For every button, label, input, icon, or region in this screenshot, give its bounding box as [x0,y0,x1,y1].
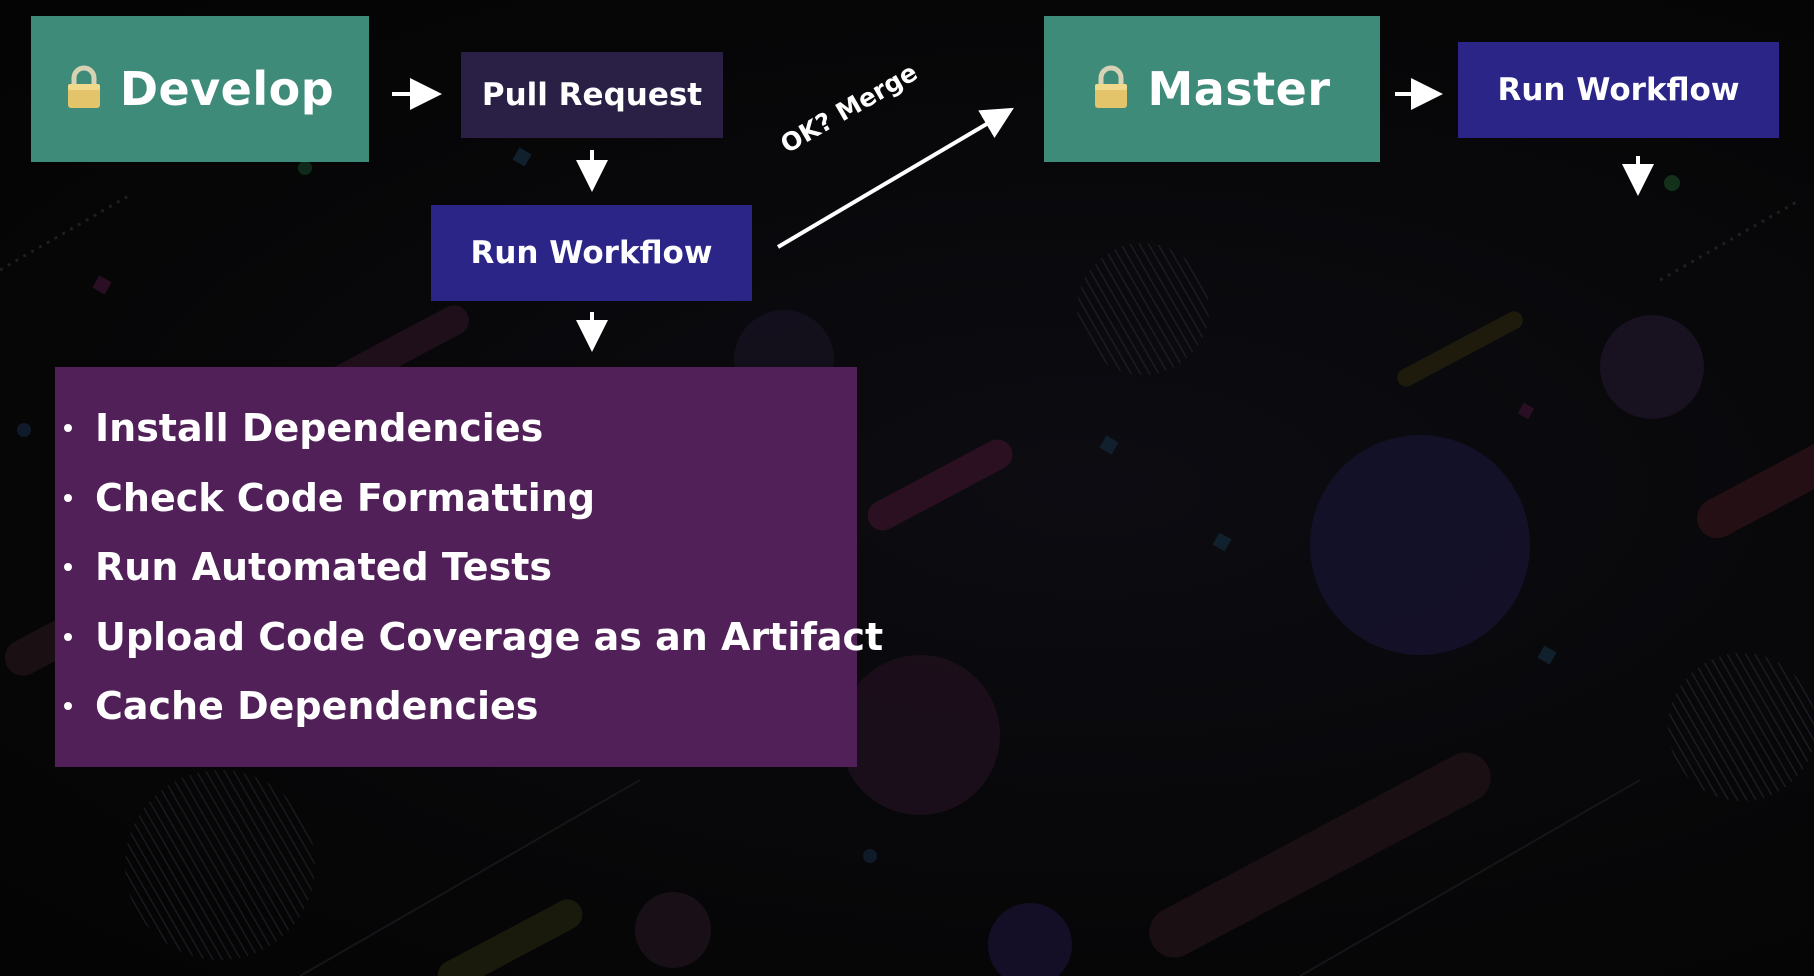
workflow-step-label: Upload Code Coverage as an Artifact [95,614,884,659]
deco-diamond [512,147,532,167]
deco-streak [437,899,583,976]
deco-dot [1664,175,1680,191]
deco-diamond [92,275,112,295]
workflow-step-item: Upload Code Coverage as an Artifact [55,612,883,682]
develop-branch-box: Develop [31,16,369,162]
bullet-dot [64,632,72,641]
deco-planet [125,770,315,960]
master-label: Master [1147,62,1331,116]
deco-diamond [1537,645,1557,665]
run-workflow-master-box: Run Workflow [1458,42,1779,138]
workflow-step-label: Install Dependencies [95,406,544,450]
deco-planet [988,903,1072,976]
workflow-step-label: Cache Dependencies [95,684,539,728]
deco-streak [1397,311,1523,387]
workflow-step-item: Run Automated Tests [55,542,857,612]
deco-line [299,779,641,976]
lock-icon [1095,65,1128,108]
workflow-step-item: Cache Dependencies [55,681,857,751]
master-branch-box: Master [1044,16,1380,162]
deco-planet [1310,435,1530,655]
workflow-step-label: Run Automated Tests [95,545,552,589]
run-workflow-pr-box: Run Workflow [431,205,752,301]
deco-dot [863,849,877,863]
deco-line [1659,198,1801,282]
bullet-dot [64,563,72,571]
workflow-steps-list: Install Dependencies Check Code Formatti… [55,403,883,751]
deco-streak [1697,441,1814,539]
workflow-step-label: Check Code Formatting [95,475,596,520]
deco-planet [1077,243,1209,375]
workflow-step-item: Check Code Formatting [55,473,857,543]
deco-line [1299,779,1641,976]
pull-request-box: Pull Request [461,52,723,138]
run-workflow-pr-label: Run Workflow [470,235,713,271]
bullet-dot [64,493,72,502]
deco-planet [635,892,711,968]
deco-streak [1149,752,1491,958]
deco-planet [840,655,1000,815]
run-workflow-master-label: Run Workflow [1497,72,1740,108]
workflow-step-item: Install Dependencies [55,403,857,473]
deco-planet [1600,315,1704,419]
bullet-dot [64,424,72,432]
develop-label: Develop [119,62,335,116]
deco-diamond [1099,435,1119,455]
deco-streak [867,439,1013,531]
deco-dot [17,423,31,437]
deco-line [0,193,131,272]
bullet-dot [64,702,72,710]
pull-request-label: Pull Request [481,77,703,113]
deco-diamond [1212,532,1232,552]
lock-icon [67,65,100,108]
workflow-steps-panel: Install Dependencies Check Code Formatti… [55,367,883,767]
deco-diamond [1517,402,1535,420]
deco-planet [1668,653,1814,801]
deco-dot [298,161,312,175]
